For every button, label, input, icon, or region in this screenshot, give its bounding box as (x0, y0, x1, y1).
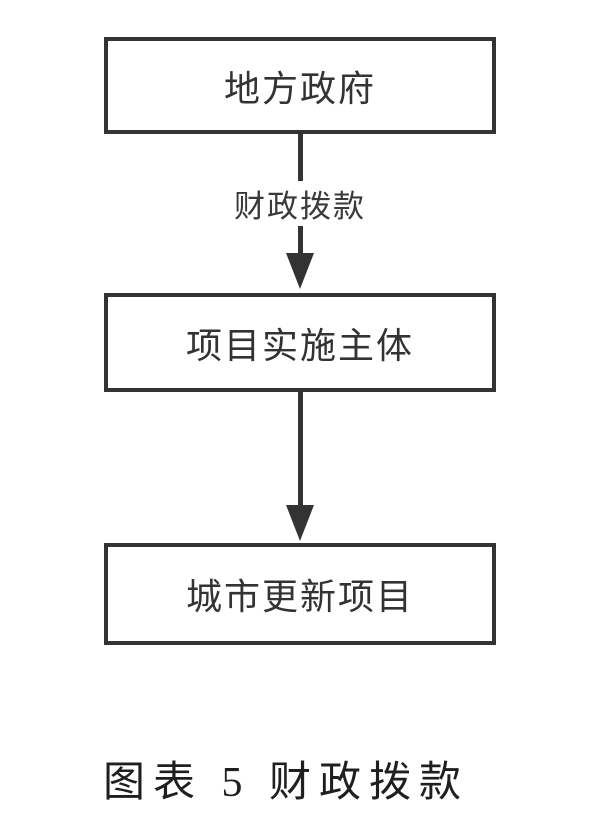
flow-node-label: 项目实施主体 (185, 324, 414, 366)
flow-node-label: 城市更新项目 (185, 576, 414, 617)
flow-node-label: 地方政府 (223, 67, 376, 109)
flow-node-urban-renewal-project: 城市更新项目 (104, 543, 496, 645)
edge-label: 财政拨款 (226, 181, 374, 226)
figure-caption: 图表 5 财政拨款 (102, 760, 469, 806)
arrow-down-icon (286, 253, 314, 289)
arrow-down-icon (286, 505, 314, 541)
flow-node-project-implementer: 项目实施主体 (104, 293, 496, 392)
edge-line (298, 392, 303, 508)
flow-node-local-government: 地方政府 (104, 37, 496, 134)
